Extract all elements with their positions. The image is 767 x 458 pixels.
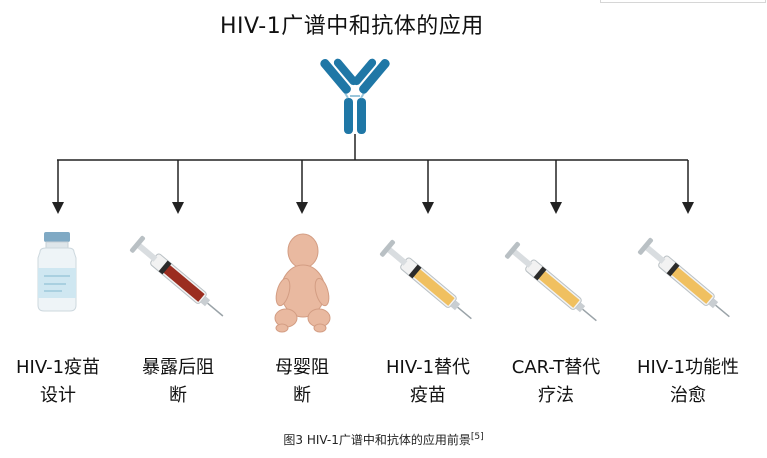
label-line-2: 治愈	[670, 385, 706, 406]
syringe-yellow-icon	[379, 239, 472, 320]
syringe-yellow-icon	[504, 241, 597, 322]
branch-arrows	[52, 160, 694, 214]
label-line-1: HIV-1功能性	[636, 357, 740, 378]
baby-icon	[274, 233, 331, 333]
label-line-2: 设计	[40, 385, 76, 406]
label-car-t: CAR-T替代 疗法	[491, 354, 621, 410]
syringe-yellow-icon	[637, 237, 730, 318]
figure-caption: 图3 HIV-1广谱中和抗体的应用前景[5]	[0, 431, 767, 448]
corner-frame	[600, 0, 766, 3]
caption-reference: [5]	[470, 432, 484, 442]
page-title: HIV-1广谱中和抗体的应用	[220, 14, 484, 39]
vaccine-vial-icon	[37, 232, 77, 312]
label-line-1: CAR-T替代	[511, 357, 601, 378]
label-line-2: 疗法	[538, 385, 574, 406]
label-line-2: 断	[169, 385, 187, 406]
syringe-red-icon	[129, 235, 224, 317]
label-line-1: 暴露后阻	[142, 357, 214, 378]
label-functional-cure: HIV-1功能性 治愈	[623, 354, 753, 410]
label-line-1: HIV-1替代	[385, 357, 471, 378]
label-mother-infant: 母婴阻 断	[237, 354, 367, 410]
caption-text: 图3 HIV-1广谱中和抗体的应用前景	[283, 433, 471, 447]
label-line-1: 母婴阻	[275, 357, 329, 378]
label-alt-vaccine: HIV-1替代 疫苗	[363, 354, 493, 410]
label-line-2: 断	[293, 385, 311, 406]
antibody-icon	[320, 58, 390, 134]
label-post-exposure: 暴露后阻 断	[113, 354, 243, 410]
label-line-2: 疫苗	[410, 385, 446, 406]
label-line-1: HIV-1疫苗	[15, 357, 101, 378]
label-vaccine-design: HIV-1疫苗 设计	[0, 354, 123, 410]
